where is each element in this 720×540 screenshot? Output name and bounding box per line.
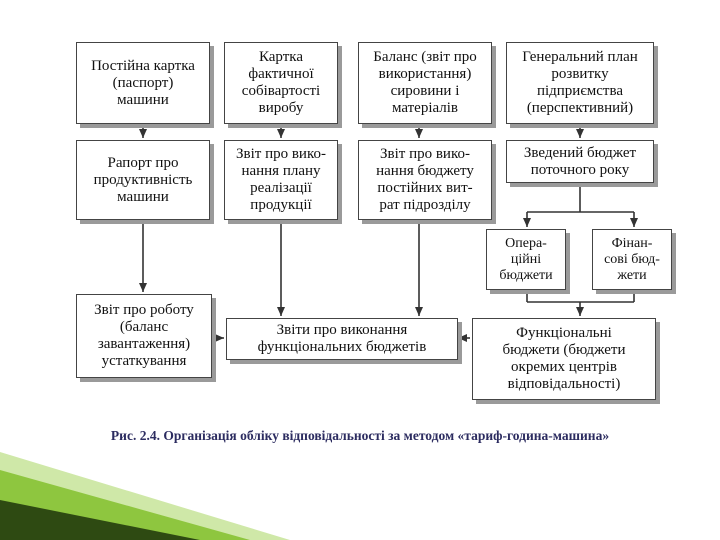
box-balance-report: Баланс (звіт про використання) сировини … xyxy=(358,42,492,124)
box-work-report: Звіт про роботу (баланс завантаження) ус… xyxy=(76,294,212,378)
box-functional-execution-reports: Звіти про виконання функціональних бюдже… xyxy=(226,318,458,360)
box-financial-budgets: Фінан- сові бюд- жети xyxy=(592,229,672,290)
box-fixed-costs-report: Звіт про вико- нання бюджету постійних в… xyxy=(358,140,492,220)
box-productivity-report: Рапорт про продуктивність машини xyxy=(76,140,210,220)
box-operating-budgets: Опера- ційні бюджети xyxy=(486,229,566,290)
box-functional-budgets: Функціональні бюджети (бюджети окремих ц… xyxy=(472,318,656,400)
box-master-budget: Зведений бюджет поточного року xyxy=(506,140,654,183)
box-general-plan: Генеральний план розвитку підприємства (… xyxy=(506,42,654,124)
box-cost-card: Картка фактичної собівартості виробу xyxy=(224,42,338,124)
box-passport-card: Постійна картка (паспорт) машини xyxy=(76,42,210,124)
figure-caption: Рис. 2.4. Організація обліку відповідаль… xyxy=(0,428,720,444)
box-sales-plan-report: Звіт про вико- нання плану реалізації пр… xyxy=(224,140,338,220)
